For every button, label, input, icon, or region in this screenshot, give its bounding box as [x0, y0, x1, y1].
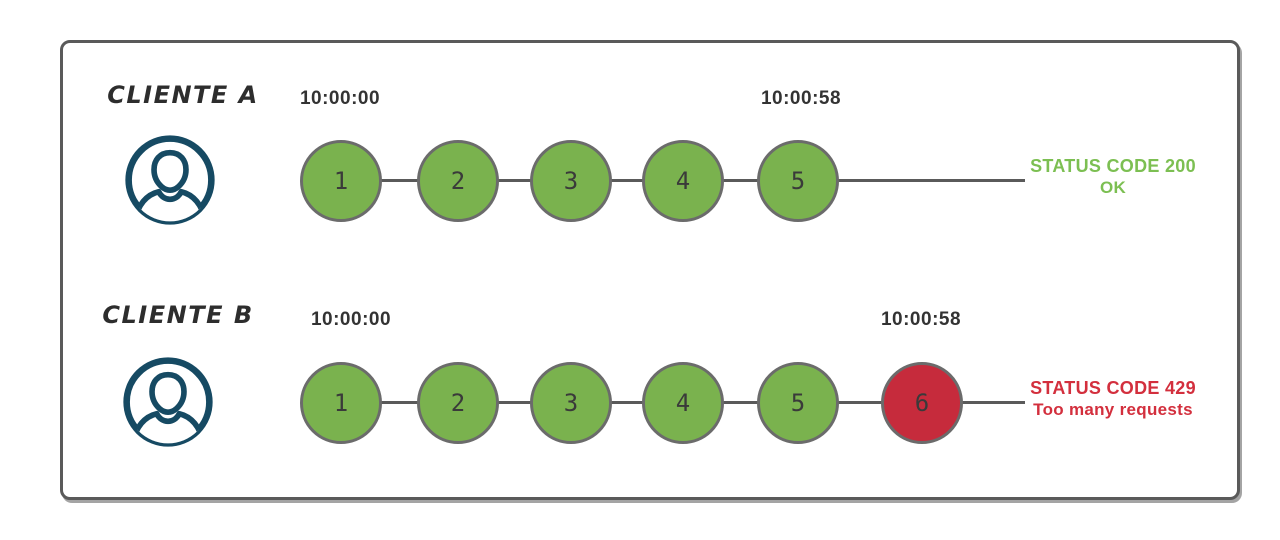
request-number: 2: [450, 167, 466, 195]
status-code-text: STATUS CODE 200: [1030, 156, 1196, 176]
row-b-end-timestamp: 10:00:58: [880, 309, 962, 330]
request-node: 5: [757, 362, 839, 444]
status-message-text: OK: [1099, 178, 1127, 197]
status-code-text: STATUS CODE 429: [1030, 378, 1196, 398]
request-node: 4: [642, 362, 724, 444]
request-node: 2: [417, 140, 499, 222]
request-number: 5: [790, 389, 806, 417]
request-number: 6: [914, 389, 930, 417]
request-node: 1: [300, 140, 382, 222]
request-number: 3: [563, 389, 579, 417]
user-avatar-icon: [123, 357, 213, 447]
request-node: 1: [300, 362, 382, 444]
row-b-status: STATUS CODE 429 Too many requests: [1027, 377, 1199, 421]
request-node-rate-limited: 6: [881, 362, 963, 444]
request-number: 4: [675, 389, 691, 417]
client-a-label: CLIENTE A: [107, 81, 259, 109]
request-number: 1: [333, 167, 349, 195]
row-b-start-timestamp: 10:00:00: [310, 309, 392, 330]
request-number: 4: [675, 167, 691, 195]
request-number: 1: [333, 389, 349, 417]
request-node: 5: [757, 140, 839, 222]
row-a-start-timestamp: 10:00:00: [299, 88, 381, 109]
row-a-end-timestamp: 10:00:58: [760, 88, 842, 109]
status-message-text: Too many requests: [1033, 400, 1193, 419]
request-node: 3: [530, 140, 612, 222]
request-node: 2: [417, 362, 499, 444]
request-number: 3: [563, 167, 579, 195]
diagram-frame: CLIENTE A 10:00:00 10:00:58 1 2 3 4 5 ST…: [60, 40, 1240, 500]
request-node: 3: [530, 362, 612, 444]
request-number: 2: [450, 389, 466, 417]
user-avatar-icon: [125, 135, 215, 225]
request-node: 4: [642, 140, 724, 222]
request-number: 5: [790, 167, 806, 195]
row-a-status: STATUS CODE 200 OK: [1027, 155, 1199, 199]
client-b-label: CLIENTE B: [102, 301, 254, 329]
